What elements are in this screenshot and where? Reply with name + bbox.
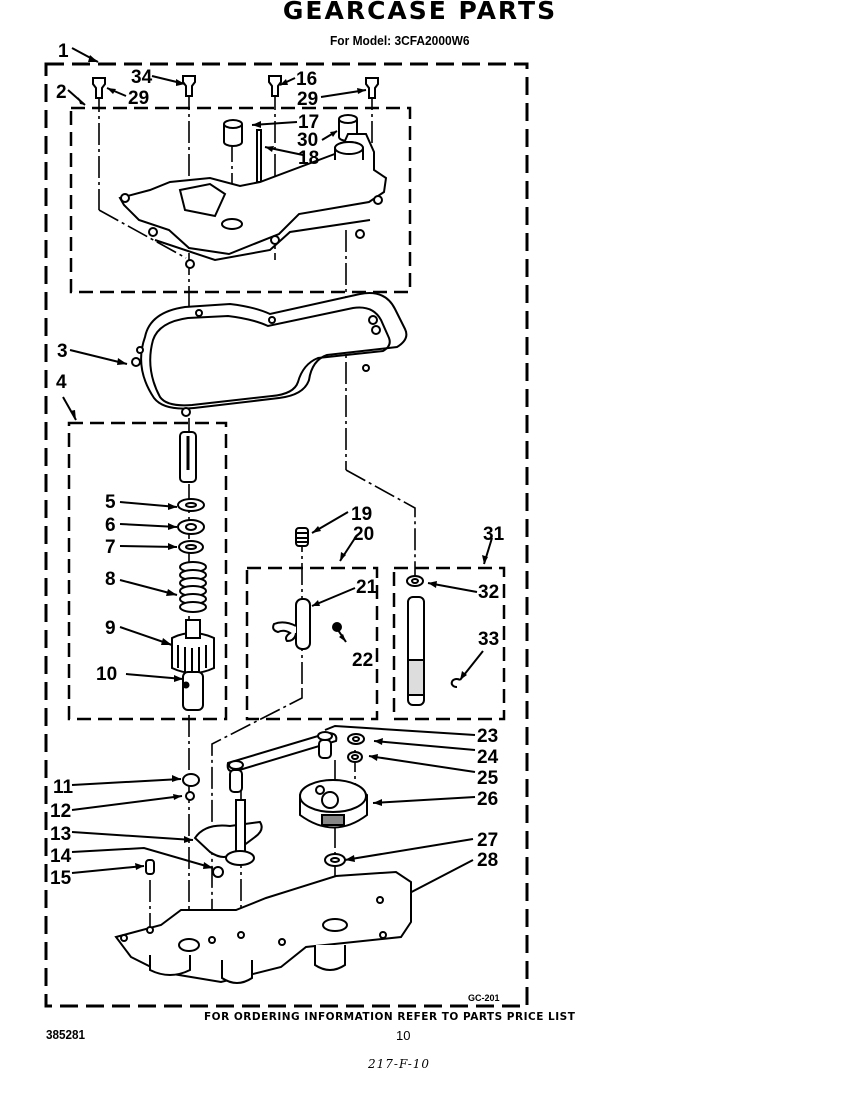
callout-10: 10 — [96, 664, 117, 685]
screw-16 — [268, 75, 282, 97]
gear-26 — [299, 779, 368, 829]
screw-29b — [365, 77, 379, 99]
page-number: 10 — [396, 1028, 411, 1043]
callout-4: 4 — [56, 372, 67, 393]
callout-14: 14 — [50, 846, 72, 867]
callout-25: 25 — [477, 768, 499, 789]
spring-8 — [179, 561, 207, 613]
gearcase-cover — [118, 133, 388, 256]
part-12 — [185, 791, 195, 801]
callout-21: 21 — [356, 577, 378, 598]
callout-17: 17 — [298, 112, 319, 133]
group-box-4 — [67, 421, 228, 721]
callout-22: 22 — [352, 650, 373, 671]
callout-18: 18 — [298, 148, 319, 169]
screw-34 — [182, 75, 196, 97]
gearcase-base-28 — [114, 870, 412, 984]
shift-rod-21 — [295, 598, 311, 650]
callout-16: 16 — [296, 69, 317, 90]
group-box-2 — [69, 106, 412, 294]
callout-23: 23 — [477, 726, 498, 747]
callout-26: 26 — [477, 789, 498, 810]
shaft-10 — [182, 671, 204, 711]
spring-19 — [295, 527, 309, 547]
callout-15: 15 — [50, 868, 72, 889]
callout-1: 1 — [58, 41, 69, 62]
ball-22 — [332, 622, 342, 632]
screw-29a — [92, 77, 106, 99]
callout-11: 11 — [53, 777, 74, 798]
shift-fork — [272, 621, 297, 643]
callout-28: 28 — [477, 850, 498, 871]
group-box-1 — [44, 62, 529, 1008]
pin-15 — [145, 859, 155, 875]
pin-18 — [256, 129, 262, 183]
callout-20: 20 — [353, 524, 374, 545]
pinion-gear-9 — [171, 619, 215, 674]
callout-34: 34 — [131, 67, 153, 88]
callout-27: 27 — [477, 830, 498, 851]
callout-32: 32 — [478, 582, 499, 603]
callout-19: 19 — [351, 504, 372, 525]
bushing-17 — [223, 119, 243, 147]
callout-33: 33 — [478, 629, 499, 650]
model-subtitle: For Model: 3CFA2000W6 — [330, 33, 470, 48]
callout-8: 8 — [105, 569, 116, 590]
callout-24: 24 — [477, 747, 499, 768]
callout-31: 31 — [483, 524, 505, 545]
crank-13 — [193, 799, 263, 866]
drive-arm-23 — [226, 731, 338, 793]
callout-9: 9 — [105, 618, 116, 639]
callout-30: 30 — [297, 130, 318, 151]
group-box-31 — [392, 566, 506, 721]
callout-5: 5 — [105, 492, 116, 513]
part-14 — [212, 866, 224, 878]
callout-2: 2 — [56, 82, 67, 103]
callout-7: 7 — [105, 537, 116, 558]
callout-3: 3 — [57, 341, 68, 362]
group-box-20 — [245, 566, 379, 721]
callout-6: 6 — [105, 515, 116, 536]
callout-13: 13 — [50, 824, 71, 845]
gasket — [140, 292, 408, 410]
callout-12: 12 — [50, 801, 71, 822]
diagram-code: GC-201 — [468, 993, 500, 1003]
part-11 — [182, 773, 200, 787]
ordering-info-note: FOR ORDERING INFORMATION REFER TO PARTS … — [204, 1011, 576, 1023]
page-title: GEARCASE PARTS — [282, 0, 558, 25]
callout-29a: 29 — [128, 88, 149, 109]
handwritten-note: 217-F-10 — [368, 1057, 431, 1071]
document-number: 385281 — [46, 1027, 86, 1042]
clip-33 — [450, 678, 461, 688]
callout-29b: 29 — [297, 89, 318, 110]
